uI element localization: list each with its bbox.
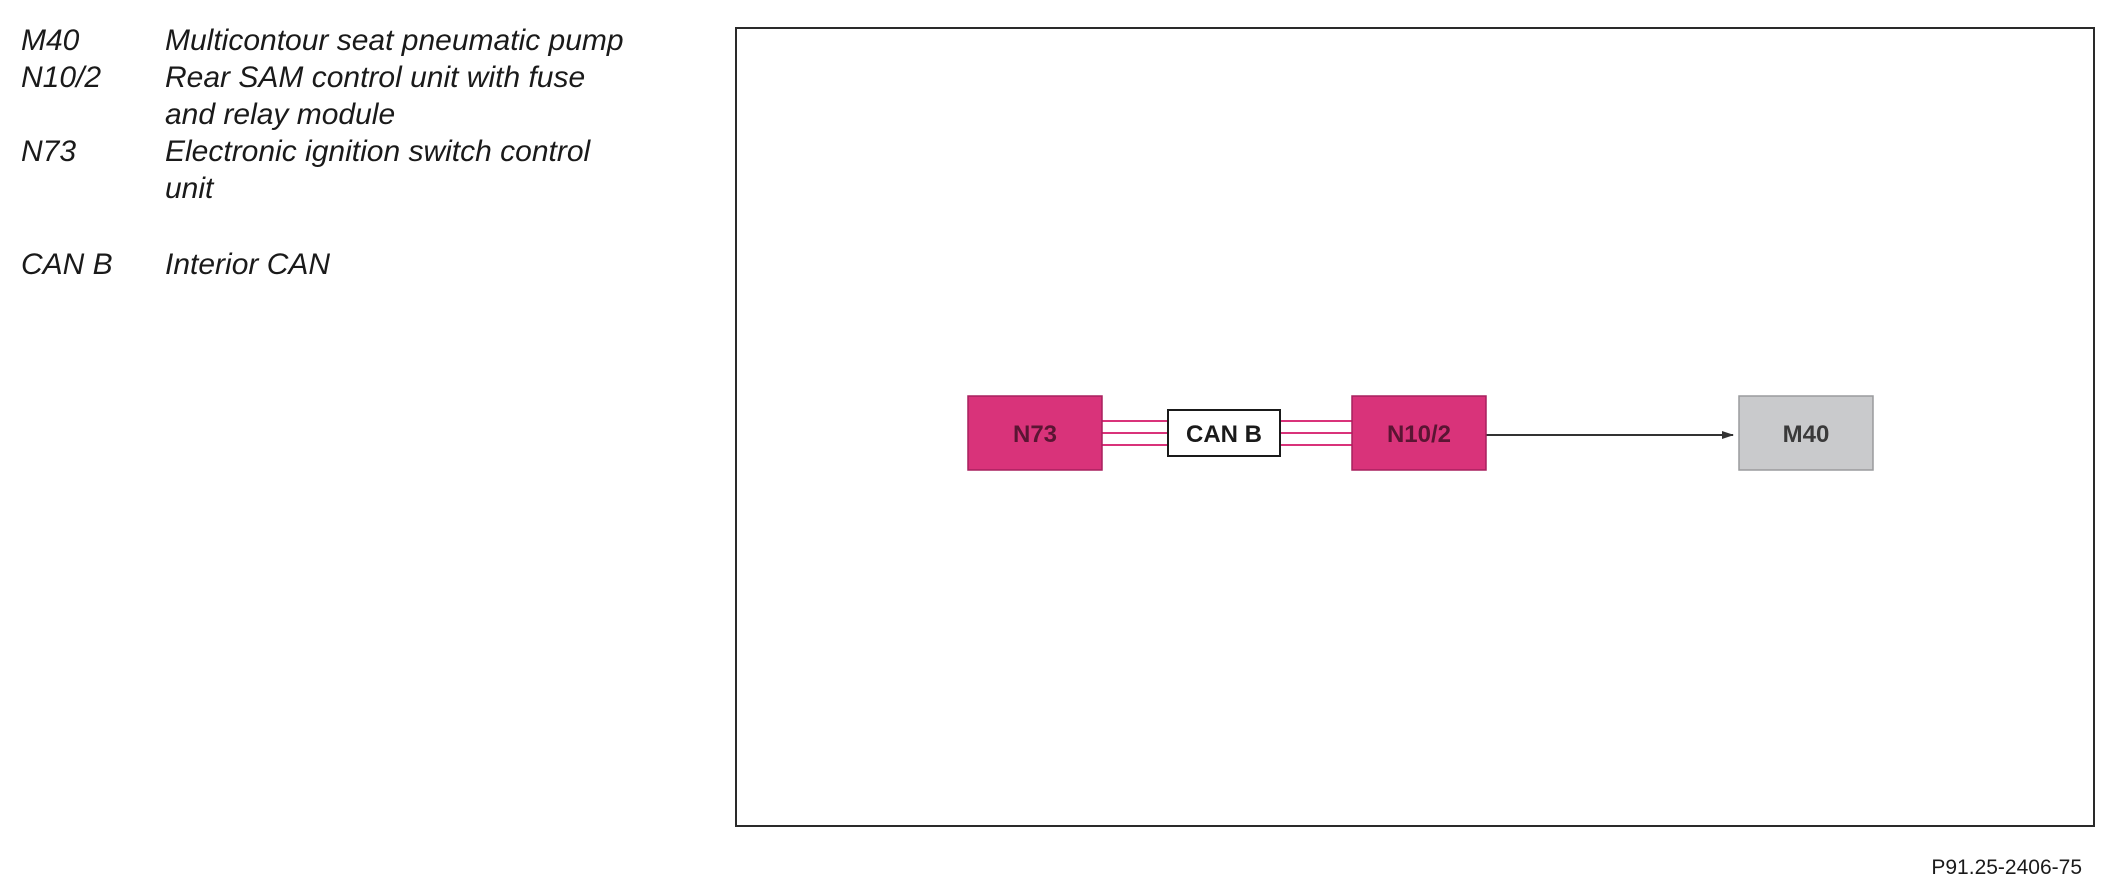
legend-code: M40 [21, 24, 80, 57]
node-can-b: CAN B [1167, 409, 1281, 457]
legend-row-m40: M40 Multicontour seat pneumatic pump [21, 22, 661, 59]
can-b-box [1167, 409, 1281, 457]
diagram-frame: N73 CAN B N10/2 M40 [735, 27, 2095, 827]
legend-code: N10/2 [21, 61, 102, 94]
n10-2-label: N10/2 [1387, 421, 1451, 448]
figure-reference: P91.25-2406-75 [1931, 856, 2082, 879]
legend-description: Interior CAN [165, 248, 331, 281]
can-b-bus [1102, 420, 1352, 446]
legend-row-can-b: CAN B Interior CAN [21, 246, 661, 283]
network-diagram: N73 CAN B N10/2 M40 [967, 395, 1874, 471]
node-n73: N73 [967, 395, 1103, 471]
node-m40: M40 [1738, 395, 1874, 471]
legend-description: Rear SAM control unit with fuse and rela… [165, 61, 586, 131]
n73-box [967, 395, 1103, 471]
legend-description: Multicontour seat pneumatic pump [165, 24, 624, 57]
legend: M40 Multicontour seat pneumatic pump N10… [21, 22, 661, 283]
m40-box [1738, 395, 1874, 471]
legend-description: Electronic ignition switch control unit [165, 135, 591, 205]
n10-2-box [1351, 395, 1487, 471]
m40-label: M40 [1783, 421, 1830, 448]
can-b-label: CAN B [1186, 421, 1262, 448]
legend-row-n73: N73 Electronic ignition switch control u… [21, 133, 661, 207]
legend-code: N73 [21, 135, 77, 168]
node-n10-2: N10/2 [1351, 395, 1487, 471]
n73-label: N73 [1013, 421, 1057, 448]
legend-code: CAN B [21, 248, 113, 281]
legend-row-n10-2: N10/2 Rear SAM control unit with fuse an… [21, 59, 661, 133]
